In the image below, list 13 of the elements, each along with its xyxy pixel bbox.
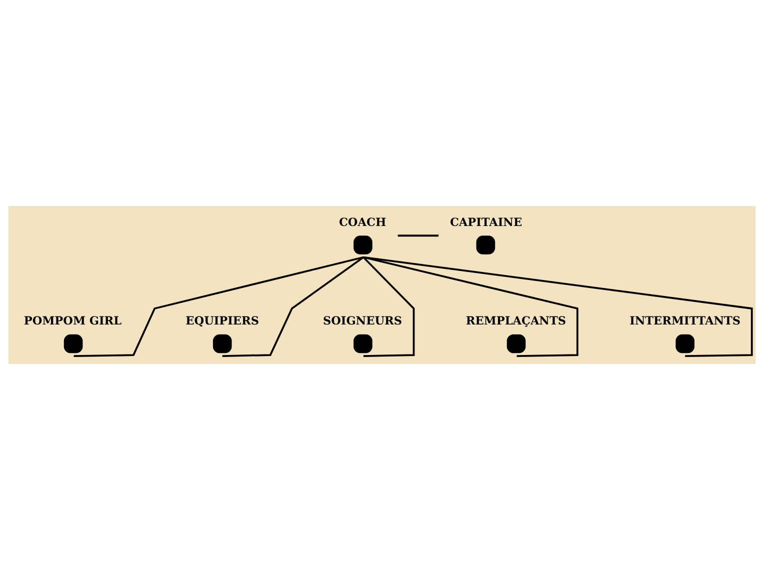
node-label: COACH — [338, 214, 386, 228]
connector — [363, 256, 753, 356]
connector — [222, 256, 364, 356]
node-label: CAPITAINE — [450, 214, 522, 228]
node-label: INTERMITTANTS — [630, 313, 741, 328]
node-label: EQUIPIERS — [186, 313, 260, 328]
connector — [74, 256, 364, 356]
connector — [362, 256, 415, 356]
node-label: REMPLAÇANTS — [466, 313, 566, 328]
connector — [363, 256, 578, 356]
node-label: POMPOM GIRL — [24, 313, 122, 328]
node-label: SOIGNEURS — [322, 313, 402, 328]
connector — [398, 234, 439, 236]
